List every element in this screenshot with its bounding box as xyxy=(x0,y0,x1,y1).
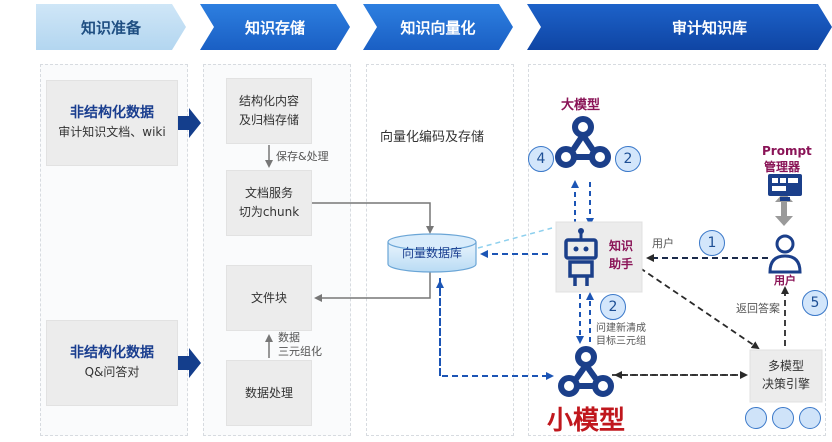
box-line: 及归档存储 xyxy=(238,113,299,127)
step-badge: 2 xyxy=(615,146,641,172)
box-line: 文档服务 xyxy=(244,186,293,200)
decorative-dot xyxy=(772,407,794,429)
prompt-label-line1: Prompt xyxy=(762,144,812,158)
prep-to-storage-arrow-top xyxy=(178,108,201,138)
box-subtitle: Q&问答对 xyxy=(84,365,140,379)
save-process-label: 保存&处理 xyxy=(276,150,329,163)
vector-db-label: 向量数据库 xyxy=(401,246,462,260)
decorative-dot xyxy=(799,407,821,429)
triple-label-line2: 三元组化 xyxy=(278,345,322,358)
assistant-label-line1: 知识 xyxy=(609,239,634,253)
step-badge: 5 xyxy=(802,290,828,316)
stage-label: 知识向量化 xyxy=(400,18,476,37)
robot-icon xyxy=(555,221,643,293)
stage-label: 审计知识库 xyxy=(671,18,747,37)
user-icon xyxy=(768,234,802,274)
stage-label: 知识准备 xyxy=(80,18,141,37)
assistant-label-line2: 助手 xyxy=(609,257,634,271)
decorative-dot xyxy=(745,407,767,429)
arrow-db-to-chunk xyxy=(314,268,431,302)
small-model-icon xyxy=(558,346,614,397)
small-model-label: 小模型 xyxy=(547,406,626,436)
unstructured-data-docs-box: 非结构化数据 审计知识文档、wiki xyxy=(46,80,178,166)
box-line: 切为chunk xyxy=(238,205,300,219)
box-line: 数据处理 xyxy=(244,385,293,400)
decision-engine-line2: 决策引擎 xyxy=(761,377,810,391)
user-label: 用户 xyxy=(774,274,796,287)
box-title: 非结构化数据 xyxy=(70,105,154,121)
unstructured-data-qa-box: 非结构化数据 Q&问答对 xyxy=(46,320,178,406)
prompt-label-line2: 管理器 xyxy=(764,160,801,174)
decision-engine-label: 多模型 决策引擎 xyxy=(752,357,820,393)
edge-user-label: 用户 xyxy=(652,237,674,250)
box-title: 非结构化数据 xyxy=(70,345,154,361)
decision-engine-line1: 多模型 xyxy=(767,359,804,373)
prep-to-storage-arrow-bottom xyxy=(178,348,201,378)
edge-return-answer-label: 返回答案 xyxy=(736,302,780,315)
vector-heading: 向量化编码及存储 xyxy=(380,130,485,145)
assistant-to-decision-engine xyxy=(639,267,760,350)
triple-label-line1: 数据 xyxy=(278,331,300,344)
arrow-doc-to-db xyxy=(312,202,434,234)
big-model-icon xyxy=(555,116,611,168)
stage-knowledge-vectorization: 知识向量化 xyxy=(363,4,513,50)
box-line: 文件块 xyxy=(250,290,287,305)
decision-engine-box xyxy=(749,349,823,403)
step-badge: 1 xyxy=(699,230,725,256)
stage-knowledge-storage: 知识存储 xyxy=(200,4,350,50)
document-service-box: 文档服务 切为chunk xyxy=(226,170,312,236)
computer-icon xyxy=(768,174,802,201)
big-model-label: 大模型 xyxy=(561,98,601,113)
box-subtitle: 审计知识文档、wiki xyxy=(58,125,166,139)
structured-content-box: 结构化内容 及归档存储 xyxy=(226,78,312,144)
vector-db-cylinder xyxy=(387,233,477,273)
db-to-assistant-light-link xyxy=(477,227,553,249)
stage-label: 知识存储 xyxy=(244,18,305,37)
box-line: 结构化内容 xyxy=(238,94,299,108)
step-badge: 2 xyxy=(600,294,626,320)
edge-small-label-line2: 目标三元组 xyxy=(596,336,646,347)
stage-knowledge-prep: 知识准备 xyxy=(36,4,186,50)
edge-small-label-line1: 问建新清成 xyxy=(596,323,646,334)
stage-audit-knowledge-base: 审计知识库 xyxy=(527,4,832,50)
db-to-small-model-link xyxy=(439,278,554,380)
data-processing-box: 数据处理 xyxy=(226,360,312,426)
step-badge: 4 xyxy=(528,146,554,172)
file-chunk-box: 文件块 xyxy=(226,265,312,331)
